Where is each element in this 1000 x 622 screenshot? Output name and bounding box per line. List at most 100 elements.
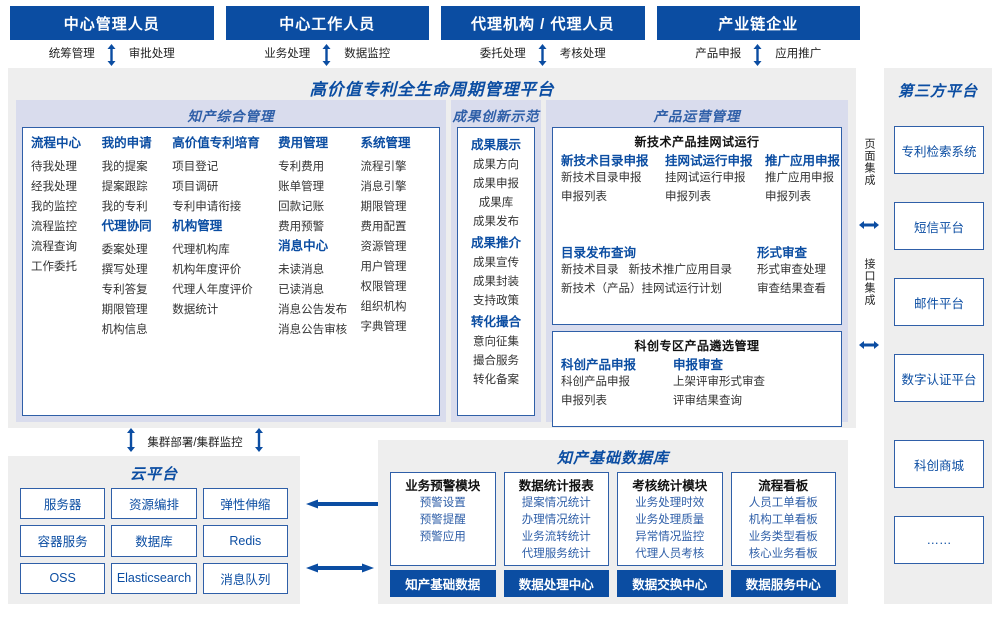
database-footer-button[interactable]: 数据交换中心 [617, 570, 723, 597]
zhichan-menu-item[interactable]: 消息公告审核 [278, 324, 348, 336]
database-item[interactable]: 人员工单看板 [748, 497, 818, 509]
third-party-item-5[interactable]: …… [894, 516, 984, 564]
zhichan-menu-item[interactable]: 消息公告发布 [278, 304, 348, 316]
zhichan-menu-item[interactable]: 账单管理 [278, 181, 325, 193]
zhichan-menu-item[interactable]: 代理人年度评价 [172, 284, 253, 296]
zhichan-menu-item[interactable]: 机构年度评价 [172, 264, 242, 276]
zhichan-menu-item[interactable]: 消息引擎 [360, 181, 407, 193]
chengguo-menu-item[interactable]: 成果发布 [473, 216, 519, 228]
chengguo-menu-item[interactable]: 成果库 [478, 197, 514, 209]
chengguo-menu-item[interactable]: 意向征集 [473, 336, 519, 348]
zhichan-menu-item[interactable]: 机构信息 [101, 324, 148, 336]
chengguo-menu-item[interactable]: 转化备案 [473, 374, 519, 386]
zhichan-menu-item[interactable]: 字典管理 [360, 321, 407, 333]
cloud-resource-cell[interactable]: 资源编排 [111, 488, 197, 520]
database-footer-button[interactable]: 知产基础数据 [390, 570, 496, 597]
chanpin-menu-item[interactable]: 推广应用申报 [765, 172, 834, 184]
chanpin-menu-item[interactable]: 申报列表 [665, 191, 711, 203]
database-item[interactable]: 业务类型看板 [748, 531, 818, 543]
zhichan-menu-item[interactable]: 费用预警 [278, 221, 325, 233]
cloud-resource-cell[interactable]: OSS [20, 562, 106, 594]
database-item[interactable]: 异常情况监控 [635, 531, 705, 543]
chengguo-menu-item[interactable]: 成果宣传 [473, 257, 519, 269]
zhichan-menu-item[interactable]: 经我处理 [31, 181, 77, 193]
chanpin-menu-item[interactable]: 科创产品申报 [561, 376, 630, 388]
zhichan-menu-item[interactable]: 权限管理 [360, 281, 407, 293]
chanpin-menu-item[interactable]: 申报列表 [561, 191, 607, 203]
zhichan-menu-item[interactable]: 代理机构库 [172, 244, 230, 256]
database-item[interactable]: 业务流转统计 [521, 531, 591, 543]
zhichan-menu-item[interactable]: 数据统计 [172, 304, 219, 316]
zhichan-menu-item[interactable]: 期限管理 [101, 304, 148, 316]
zhichan-menu-item[interactable]: 期限管理 [360, 201, 407, 213]
database-item[interactable]: 预警应用 [419, 531, 466, 543]
cloud-resource-cell[interactable]: Redis [202, 525, 288, 557]
database-item[interactable]: 办理情况统计 [521, 514, 591, 526]
database-item[interactable]: 代理人员考核 [635, 548, 705, 560]
database-item[interactable]: 预警设置 [419, 497, 466, 509]
third-party-item-3[interactable]: 数字认证平台 [894, 354, 984, 402]
chanpin-menu-item[interactable]: 新技术目录申报 [561, 172, 642, 184]
cloud-resource-cell[interactable]: 弹性伸缩 [202, 488, 288, 520]
zhichan-menu-item[interactable]: 我的专利 [101, 201, 148, 213]
chanpin-menu-item[interactable]: 申报列表 [561, 395, 607, 407]
zhichan-menu-item[interactable]: 项目登记 [172, 161, 219, 173]
chengguo-menu-item[interactable]: 成果封装 [473, 276, 519, 288]
zhichan-menu-item[interactable]: 撰写处理 [101, 264, 148, 276]
chanpin-menu-item[interactable]: 上架评审形式审查 [673, 376, 765, 388]
cloud-resource-cell[interactable]: 数据库 [111, 525, 197, 557]
zhichan-menu-item[interactable]: 未读消息 [278, 264, 325, 276]
role-card-3[interactable]: 产业链企业 [656, 6, 860, 40]
database-item[interactable]: 机构工单看板 [748, 514, 818, 526]
database-item[interactable]: 代理服务统计 [521, 548, 591, 560]
database-item[interactable]: 预警提醒 [419, 514, 466, 526]
zhichan-menu-item[interactable]: 专利申请衔接 [172, 201, 242, 213]
zhichan-menu-item[interactable]: 用户管理 [360, 261, 407, 273]
cloud-resource-cell[interactable]: 服务器 [20, 488, 106, 520]
zhichan-menu-item[interactable]: 资源管理 [360, 241, 407, 253]
cloud-resource-cell[interactable]: 容器服务 [20, 525, 106, 557]
zhichan-menu-item[interactable]: 我的监控 [31, 201, 77, 213]
zhichan-menu-item[interactable]: 提案跟踪 [101, 181, 148, 193]
chengguo-menu-item[interactable]: 撮合服务 [473, 355, 519, 367]
zhichan-menu-item[interactable]: 组织机构 [360, 301, 407, 313]
zhichan-menu-item[interactable]: 委案处理 [101, 244, 148, 256]
zhichan-menu-item[interactable]: 专利答复 [101, 284, 148, 296]
chanpin-menu-item[interactable]: 评审结果查询 [673, 395, 742, 407]
zhichan-menu-item[interactable]: 待我处理 [31, 161, 77, 173]
zhichan-menu-item[interactable]: 费用配置 [360, 221, 407, 233]
database-item[interactable]: 提案情况统计 [521, 497, 591, 509]
role-card-1[interactable]: 中心工作人员 [225, 6, 429, 40]
chengguo-menu-item[interactable]: 成果方向 [473, 159, 519, 171]
chengguo-menu-item[interactable]: 支持政策 [473, 295, 519, 307]
chengguo-menu-item[interactable]: 成果申报 [473, 178, 519, 190]
chanpin-menu-item[interactable]: 审查结果查看 [757, 283, 826, 295]
role-card-0[interactable]: 中心管理人员 [10, 6, 214, 40]
database-footer-button[interactable]: 数据服务中心 [730, 570, 836, 597]
zhichan-menu-item[interactable]: 流程监控 [31, 221, 77, 233]
zhichan-menu-item[interactable]: 流程查询 [31, 241, 77, 253]
zhichan-menu-item[interactable]: 专利费用 [278, 161, 325, 173]
role-card-2[interactable]: 代理机构 / 代理人员 [441, 6, 645, 40]
cloud-resource-cell[interactable]: Elasticsearch [111, 562, 197, 594]
chanpin-menu-item[interactable]: 挂网试运行申报 [665, 172, 746, 184]
database-footer-button[interactable]: 数据处理中心 [503, 570, 609, 597]
chanpin-menu-item[interactable]: 形式审查处理 [757, 264, 826, 276]
chanpin-menu-item[interactable]: 新技术推广应用目录 [628, 264, 733, 276]
database-item[interactable]: 业务处理时效 [635, 497, 705, 509]
zhichan-menu-item[interactable]: 项目调研 [172, 181, 219, 193]
chanpin-menu-item[interactable]: 新技术目录 [561, 264, 619, 276]
zhichan-menu-item[interactable]: 工作委托 [31, 261, 77, 273]
cloud-resource-cell[interactable]: 消息队列 [202, 562, 288, 594]
chanpin-menu-item[interactable]: 申报列表 [765, 191, 811, 203]
database-item[interactable]: 核心业务看板 [748, 548, 818, 560]
third-party-item-4[interactable]: 科创商城 [894, 440, 984, 488]
third-party-item-1[interactable]: 短信平台 [894, 202, 984, 250]
zhichan-menu-item[interactable]: 回款记账 [278, 201, 325, 213]
zhichan-menu-item[interactable]: 已读消息 [278, 284, 325, 296]
third-party-item-2[interactable]: 邮件平台 [894, 278, 984, 326]
chanpin-menu-item[interactable]: 新技术（产品）挂网试运行计划 [561, 283, 722, 295]
zhichan-menu-item[interactable]: 我的提案 [101, 161, 148, 173]
zhichan-menu-item[interactable]: 流程引擎 [360, 161, 407, 173]
third-party-item-0[interactable]: 专利检索系统 [894, 126, 984, 174]
